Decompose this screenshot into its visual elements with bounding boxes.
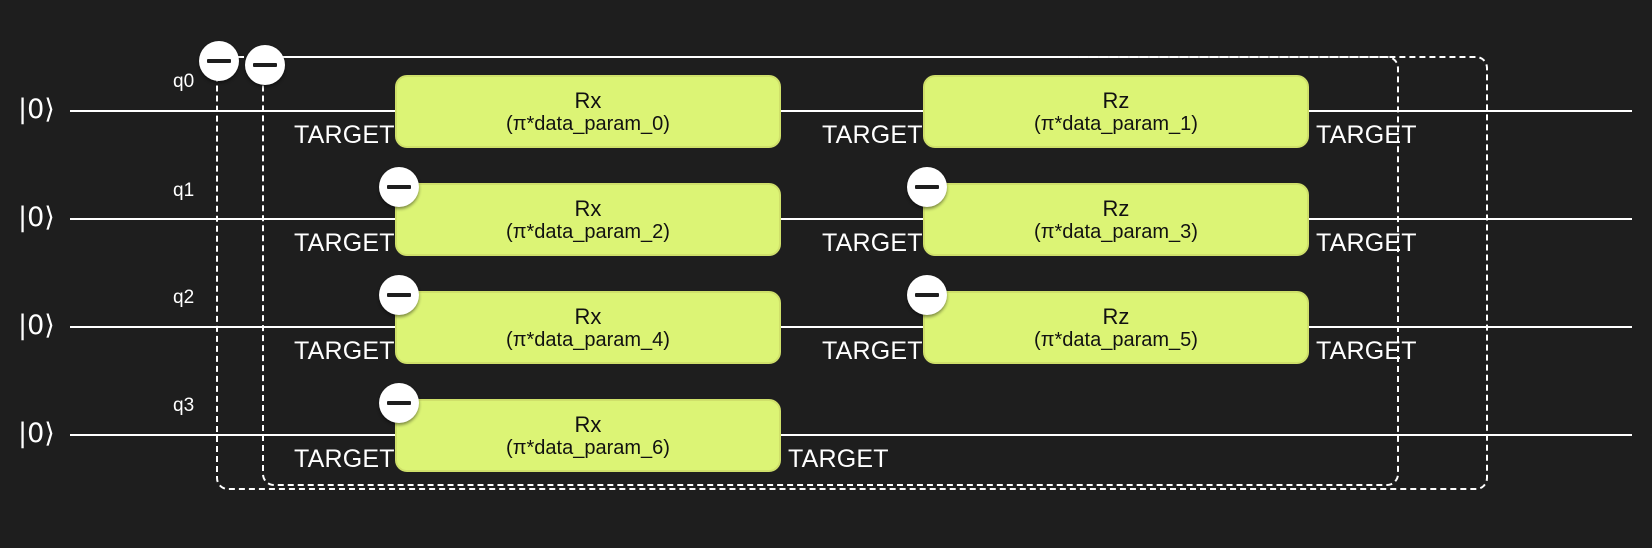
minus-icon bbox=[387, 185, 411, 189]
gate-rx-q0[interactable]: Rx (π*data_param_0) bbox=[395, 75, 781, 148]
gate-parameter: (π*data_param_3) bbox=[1034, 220, 1198, 243]
inner-group-frame bbox=[262, 56, 1399, 486]
initial-state-q1: |0⟩ bbox=[18, 202, 55, 233]
target-label: TARGET bbox=[1316, 121, 1417, 149]
minus-icon bbox=[915, 293, 939, 297]
collapse-gate-rx-q3-button[interactable] bbox=[379, 383, 419, 423]
target-label: TARGET bbox=[788, 445, 889, 473]
target-label: TARGET bbox=[294, 445, 395, 473]
gate-name: Rx bbox=[574, 195, 602, 221]
target-label: TARGET bbox=[822, 229, 923, 257]
gate-rx-q1[interactable]: Rx (π*data_param_2) bbox=[395, 183, 781, 256]
collapse-gate-rz-q2-button[interactable] bbox=[907, 275, 947, 315]
gate-rz-q1[interactable]: Rz (π*data_param_3) bbox=[923, 183, 1309, 256]
gate-parameter: (π*data_param_0) bbox=[506, 112, 670, 135]
qubit-wire-q1 bbox=[70, 218, 1632, 220]
gate-parameter: (π*data_param_2) bbox=[506, 220, 670, 243]
minus-icon bbox=[207, 59, 231, 63]
initial-state-q3: |0⟩ bbox=[18, 418, 55, 449]
gate-name: Rz bbox=[1102, 303, 1130, 329]
target-label: TARGET bbox=[294, 337, 395, 365]
target-label: TARGET bbox=[294, 229, 395, 257]
qubit-wire-q0 bbox=[70, 110, 1632, 112]
gate-parameter: (π*data_param_5) bbox=[1034, 328, 1198, 351]
target-label: TARGET bbox=[822, 337, 923, 365]
gate-parameter: (π*data_param_1) bbox=[1034, 112, 1198, 135]
collapse-gate-rz-q1-button[interactable] bbox=[907, 167, 947, 207]
gate-name: Rz bbox=[1102, 195, 1130, 221]
minus-icon bbox=[253, 63, 277, 67]
gate-rz-q0[interactable]: Rz (π*data_param_1) bbox=[923, 75, 1309, 148]
gate-name: Rx bbox=[574, 411, 602, 437]
qubit-wire-q2 bbox=[70, 326, 1632, 328]
gate-name: Rz bbox=[1102, 87, 1130, 113]
minus-icon bbox=[387, 401, 411, 405]
collapse-gate-rx-q1-button[interactable] bbox=[379, 167, 419, 207]
gate-rx-q3[interactable]: Rx (π*data_param_6) bbox=[395, 399, 781, 472]
target-label: TARGET bbox=[822, 121, 923, 149]
minus-icon bbox=[387, 293, 411, 297]
qubit-label-q0: q0 bbox=[173, 71, 195, 92]
target-label: TARGET bbox=[294, 121, 395, 149]
target-label: TARGET bbox=[1316, 337, 1417, 365]
initial-state-q0: |0⟩ bbox=[18, 94, 55, 125]
qubit-label-q2: q2 bbox=[173, 287, 195, 308]
qubit-label-q3: q3 bbox=[173, 395, 195, 416]
gate-parameter: (π*data_param_6) bbox=[506, 436, 670, 459]
gate-rx-q2[interactable]: Rx (π*data_param_4) bbox=[395, 291, 781, 364]
gate-name: Rx bbox=[574, 87, 602, 113]
collapse-outer-group-button[interactable] bbox=[199, 41, 239, 81]
gate-name: Rx bbox=[574, 303, 602, 329]
initial-state-q2: |0⟩ bbox=[18, 310, 55, 341]
gate-rz-q2[interactable]: Rz (π*data_param_5) bbox=[923, 291, 1309, 364]
minus-icon bbox=[915, 185, 939, 189]
qubit-wire-q3 bbox=[70, 434, 1632, 436]
target-label: TARGET bbox=[1316, 229, 1417, 257]
collapse-inner-group-button[interactable] bbox=[245, 45, 285, 85]
gate-parameter: (π*data_param_4) bbox=[506, 328, 670, 351]
qubit-label-q1: q1 bbox=[173, 180, 195, 201]
collapse-gate-rx-q2-button[interactable] bbox=[379, 275, 419, 315]
